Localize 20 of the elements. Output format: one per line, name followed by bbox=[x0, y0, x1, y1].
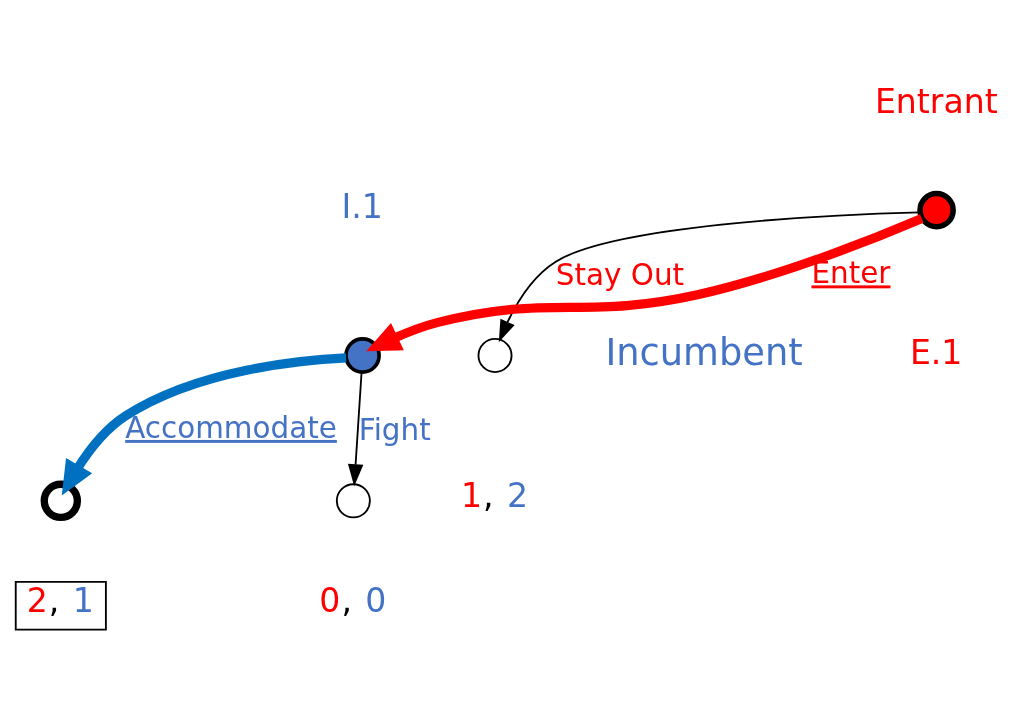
arrow bbox=[61, 353, 347, 496]
node-label: 1, 2 bbox=[460, 476, 529, 516]
node-label: I.1 bbox=[341, 187, 383, 227]
node-circle bbox=[335, 483, 371, 519]
arrow bbox=[366, 214, 924, 352]
node-circle bbox=[40, 480, 82, 522]
node-circle bbox=[344, 337, 381, 374]
node-label: E.1 bbox=[909, 332, 963, 372]
label: Incumbent bbox=[605, 330, 803, 374]
node-label: 2, 1 bbox=[26, 580, 94, 620]
edge-label: Stay Out bbox=[555, 258, 685, 293]
node-circle bbox=[477, 338, 513, 373]
arrow bbox=[498, 211, 921, 343]
node-circle bbox=[917, 190, 956, 230]
edge-label: Enter bbox=[811, 256, 891, 291]
node-label: 0, 0 bbox=[319, 580, 387, 620]
node-label: Entrant bbox=[874, 82, 998, 122]
edge-label: Fight bbox=[358, 412, 431, 447]
arrow bbox=[347, 371, 364, 487]
edge-label: Accommodate bbox=[125, 410, 337, 445]
